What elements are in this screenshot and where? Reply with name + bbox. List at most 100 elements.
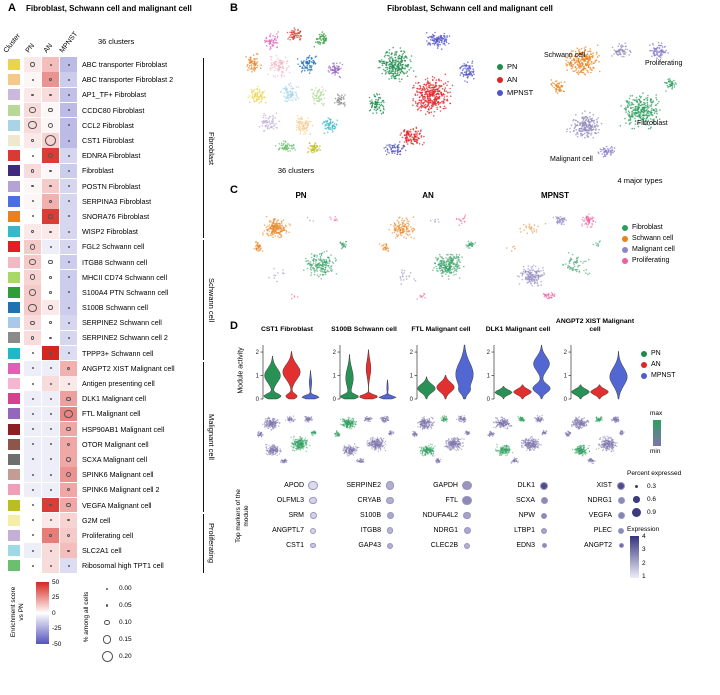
cluster-color-swatch [8,271,20,283]
heatmap-cell-an [42,57,59,72]
cluster-color-swatch [8,378,20,390]
heatmap-cell-mpnst [60,406,77,422]
heatmap-row: CCL2 Fibroblast [8,118,175,133]
cluster-label: ABC transporter Fibroblast 2 [82,75,174,85]
heatmap-row: ABC transporter Fibroblast [8,57,175,72]
module-activity-axis-label: Module activity [237,347,245,394]
heatmap-cell-mpnst [60,102,77,118]
cluster-label: DLK1 Malignant cell [82,394,146,404]
heatmap-cell-pn [24,376,41,391]
heatmap-cell-pn [24,72,41,88]
heatmap-cell-mpnst [60,269,77,285]
annotation-schwann-cell: Schwann cell [544,52,586,59]
enrichment-tick-label: 0 [52,609,56,617]
gene-dot-cell [612,481,630,490]
gene-expression-dot [387,542,393,549]
marker-row: EDN3 [483,538,557,553]
gene-dot-cell [535,497,553,504]
gene-dot-cell [458,511,476,520]
gene-expression-dot [464,542,470,549]
gene-expression-dot [386,527,394,534]
legend-item: Fibroblast [622,224,702,231]
cluster-label: TPPP3+ Schwann cell [82,348,154,358]
heatmap-cell-pn [24,254,41,270]
legend-label: Schwann cell [632,235,674,242]
marker-row: FTL [406,493,480,508]
cluster-color-swatch [8,210,20,222]
heatmap-row: Antigen presenting cell [8,376,175,391]
gene-expression-dot [617,481,625,490]
heatmap-row: CST1 Fibroblast [8,133,175,148]
legend-color-dot [641,372,647,379]
heatmap-row: DLK1 Malignant cell [8,391,175,407]
heatmap-row: SPINK6 Malignant cell 2 [8,482,175,498]
heatmap-cell-pn [24,87,41,103]
cluster-color-swatch [8,256,20,268]
gene-label: FTL [445,497,458,504]
cluster-color-swatch [8,408,20,420]
tsne-an [378,214,477,300]
svg-text:1: 1 [256,374,260,380]
gene-label: S100B [359,512,381,519]
heatmap-row: MHCII CD74 Schwann cell [8,269,175,285]
heatmap-cell-an [42,300,59,315]
heatmap-cell-pn [24,512,41,528]
enrichment-tick-label: -50 [52,640,62,648]
heatmap-cell-an [42,376,59,391]
heatmap-row: FTL Malignant cell [8,406,175,422]
gene-label: NPW [518,512,535,519]
gene-dot-cell [304,527,322,534]
heatmap-row: SLC2A1 cell [8,543,175,558]
percent-expressed-title: Percent expressed [627,470,682,477]
cluster-label: SCXA Malignant cell [82,454,148,464]
heatmap-cell-pn [24,528,41,543]
heatmap-cell-an [42,133,59,148]
marker-row: S100B [329,508,403,523]
heatmap-cell-pn [24,209,41,224]
heatmap-row: EDNRA Fibroblast [8,148,175,164]
heatmap-cell-mpnst [60,87,77,103]
expression-tick-label: 2 [642,559,646,567]
size-legend-item: 0.20 [100,648,160,665]
annotation-malignant-cell: Malignant cell [550,156,593,163]
heatmap-cell-an [42,239,59,255]
heatmap-cell-an [42,345,59,361]
gene-expression-dot [310,527,316,534]
legend-item: PN [641,350,696,357]
legend-item: MPNST [497,88,542,97]
gene-dot-cell [381,527,399,534]
legend-label: Proliferating [632,257,670,264]
violin-plot-3: 012 [410,344,474,403]
enrichment-tick-label: -25 [52,625,62,632]
gene-dot-cell [304,512,322,519]
heatmap-cell-mpnst [60,497,77,513]
feature-plot-3 [411,415,471,464]
violin-title-3: FTL Malignant cell [411,326,471,333]
svg-text:2: 2 [410,350,414,356]
category-label: Schwann cell [207,278,216,323]
annotation-fibroblast: Fibroblast [637,120,668,127]
heatmap-cell-pn [24,178,41,194]
marker-row: LTBP1 [483,523,557,538]
marker-row: XIST [560,478,634,493]
marker-row: SCXA [483,493,557,508]
violin-plot-1: 012 [256,345,320,403]
heatmap-row: ABC transporter Fibroblast 2 [8,72,175,88]
svg-text:0: 0 [410,397,414,403]
heatmap-row: ITGB8 Schwann cell [8,254,175,270]
percent-legend-item: 0.9 [630,506,690,519]
annotation-proliferating: Proliferating [645,60,683,67]
cluster-color-swatch [8,241,20,253]
heatmap-cell-mpnst [60,436,77,452]
marker-row: VEGFA [560,508,634,523]
legend-label: Malignant cell [632,246,675,253]
gene-label: SCXA [515,497,535,504]
heatmap-cell-an [42,330,59,346]
heatmap-row: SPINK6 Malignant cell [8,467,175,482]
gene-expression-dot [310,542,316,549]
